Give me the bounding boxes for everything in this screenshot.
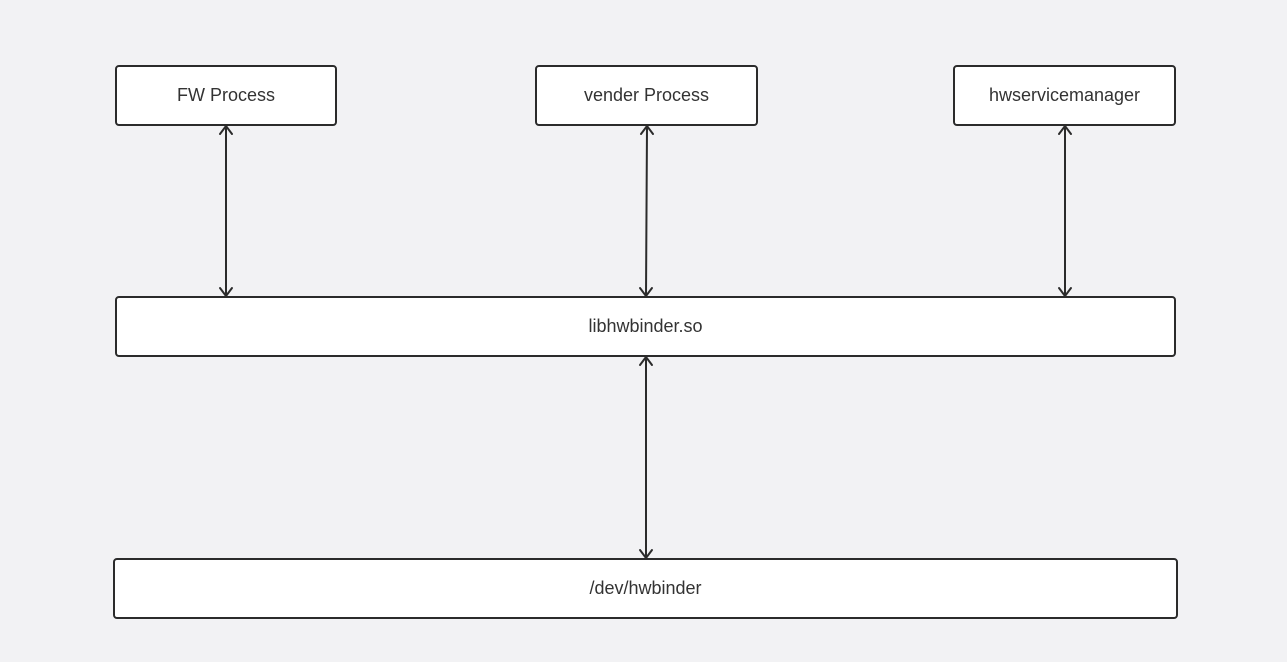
arrowhead-up-icon	[1058, 125, 1072, 135]
arrowhead-down-icon	[639, 549, 653, 559]
edge-fw-to-lib	[219, 125, 233, 297]
dev-hwbinder-label: /dev/hwbinder	[589, 578, 702, 598]
arrowhead-up-icon	[640, 125, 654, 135]
vender-process-box: vender Process	[535, 65, 758, 126]
hwservicemanager-box: hwservicemanager	[953, 65, 1176, 126]
edge-hwsm-to-lib	[1058, 125, 1072, 297]
arrowhead-down-icon	[1058, 287, 1072, 297]
libhwbinder-label: libhwbinder.so	[588, 316, 703, 336]
fw-process-box: FW Process	[115, 65, 337, 126]
hwservicemanager-label: hwservicemanager	[988, 85, 1141, 105]
libhwbinder-box: libhwbinder.so	[115, 296, 1176, 357]
dev-hwbinder-box: /dev/hwbinder	[113, 558, 1178, 619]
edge-lib-to-dev	[639, 356, 653, 559]
arrowhead-up-icon	[219, 125, 233, 135]
fw-process-label: FW Process	[176, 85, 275, 105]
edge-vender-to-lib	[639, 125, 654, 297]
arrowhead-down-icon	[639, 287, 653, 297]
vender-process-label: vender Process	[583, 85, 710, 105]
arrowhead-down-icon	[219, 287, 233, 297]
arrowhead-up-icon	[639, 356, 653, 366]
